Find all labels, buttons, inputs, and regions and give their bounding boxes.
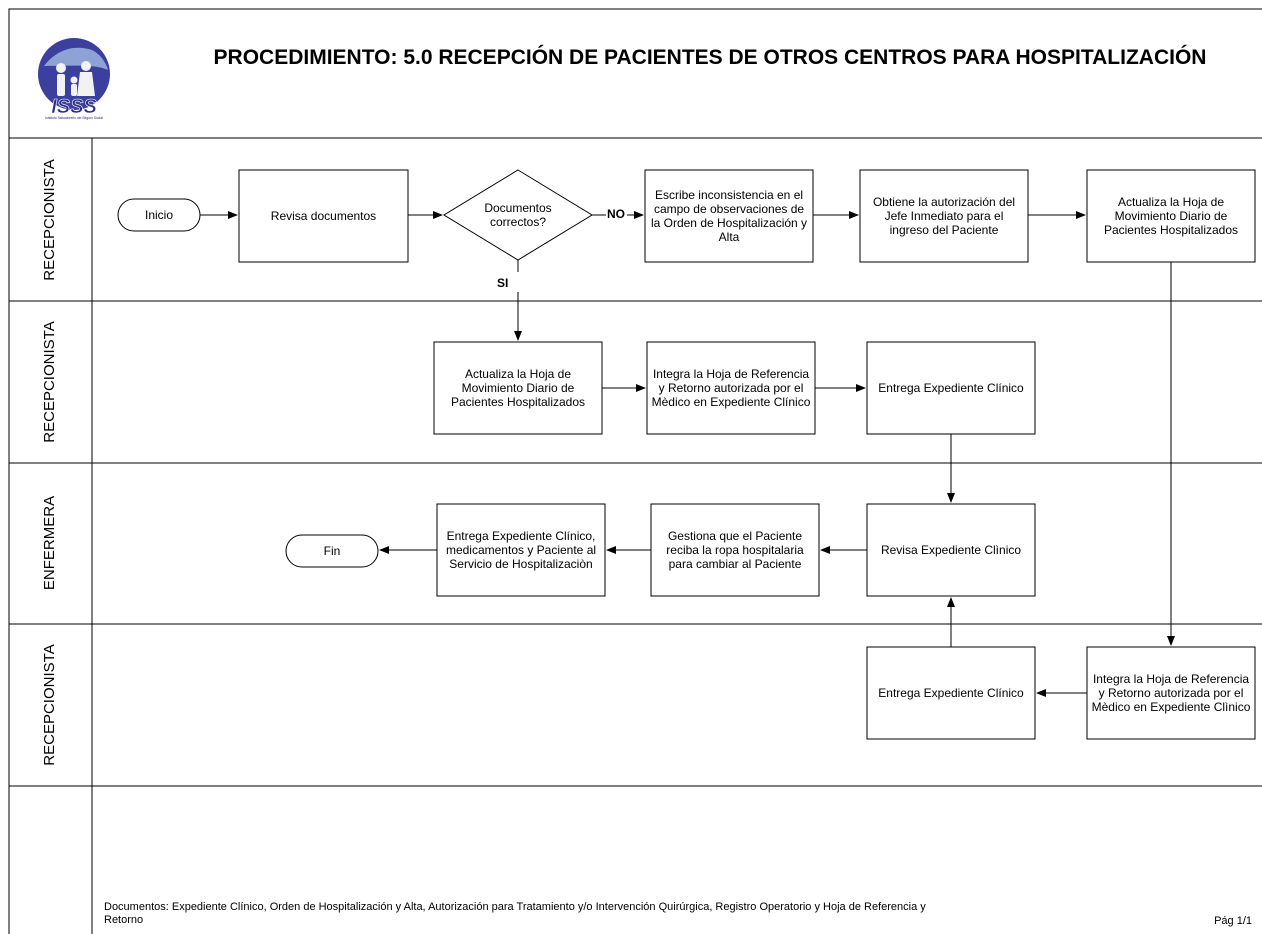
gestiona-ropa-box xyxy=(650,503,820,597)
fin-terminal xyxy=(285,534,379,568)
escribe-inconsistencia-box xyxy=(644,169,814,263)
entrega-expediente-2-label: Entrega Expediente Clínico xyxy=(878,686,1024,700)
integra-hoja-1-box xyxy=(646,341,816,435)
lane-label-recepcionista-1: RECEPCIONISTA xyxy=(41,159,58,281)
entrega-expediente-1-box xyxy=(866,341,1036,435)
documents-footnote: Documentos: Expediente Clínico, Orden de… xyxy=(104,901,926,926)
svg-text:ISSS: ISSS xyxy=(51,96,97,118)
actualiza-hoja-2-label: Actualiza la Hoja de Movimiento Diario d… xyxy=(450,367,586,409)
page-number: Pág 1/1 xyxy=(1214,915,1252,927)
obtiene-autorizacion-box xyxy=(859,169,1029,263)
entrega-expediente-2-box xyxy=(866,646,1036,740)
revisa-expediente-box xyxy=(866,503,1036,597)
no-branch-label: NO xyxy=(607,207,625,221)
revisa-documentos-box xyxy=(238,169,409,263)
isss-logo: ISSS Instituto Salvadoreño del Seguro So… xyxy=(34,36,114,120)
gestiona-ropa-label: Gestiona que el Paciente reciba la ropa … xyxy=(666,529,804,571)
integra-hoja-1-label: Integra la Hoja de Referencia y Retorno … xyxy=(651,367,811,409)
si-branch-label: SI xyxy=(497,276,509,290)
entrega-expediente-medicamentos-box xyxy=(436,503,606,597)
obtiene-autorizacion-label: Obtiene la autorización del Jefe Inmedia… xyxy=(872,195,1016,237)
lane-label-enfermera: ENFERMERA xyxy=(41,495,58,591)
inicio-label: Inicio xyxy=(144,208,173,222)
frame xyxy=(8,8,1262,934)
integra-hoja-2-box xyxy=(1086,646,1256,740)
fin-label: Fin xyxy=(323,544,341,558)
integra-hoja-2-label: Integra la Hoja de Referencia y Retorno … xyxy=(1091,672,1251,714)
entrega-expediente-medicamentos-label: Entrega Expediente Clínico, medicamentos… xyxy=(445,529,597,571)
actualiza-hoja-2-box xyxy=(433,341,603,435)
revisa-documentos-label: Revisa documentos xyxy=(270,209,377,223)
escribe-inconsistencia-label: Escribe inconsistencia en el campo de ob… xyxy=(650,188,808,244)
documentos-correctos-label: Documentos correctos? xyxy=(484,201,552,229)
entrega-expediente-1-label: Entrega Expediente Clínico xyxy=(878,381,1024,395)
revisa-expediente-label: Revisa Expediente Clìnico xyxy=(880,543,1022,557)
lane-label-recepcionista-2: RECEPCIONISTA xyxy=(41,321,58,443)
lane-label-recepcionista-3: RECEPCIONISTA xyxy=(41,644,58,766)
svg-text:Instituto Salvadoreño del Segu: Instituto Salvadoreño del Seguro Social xyxy=(45,116,103,120)
page-title: PROCEDIMIENTO: 5.0 RECEPCIÓN DE PACIENTE… xyxy=(213,46,1207,69)
actualiza-hoja-1-label: Actualiza la Hoja de Movimiento Diario d… xyxy=(1103,195,1239,237)
